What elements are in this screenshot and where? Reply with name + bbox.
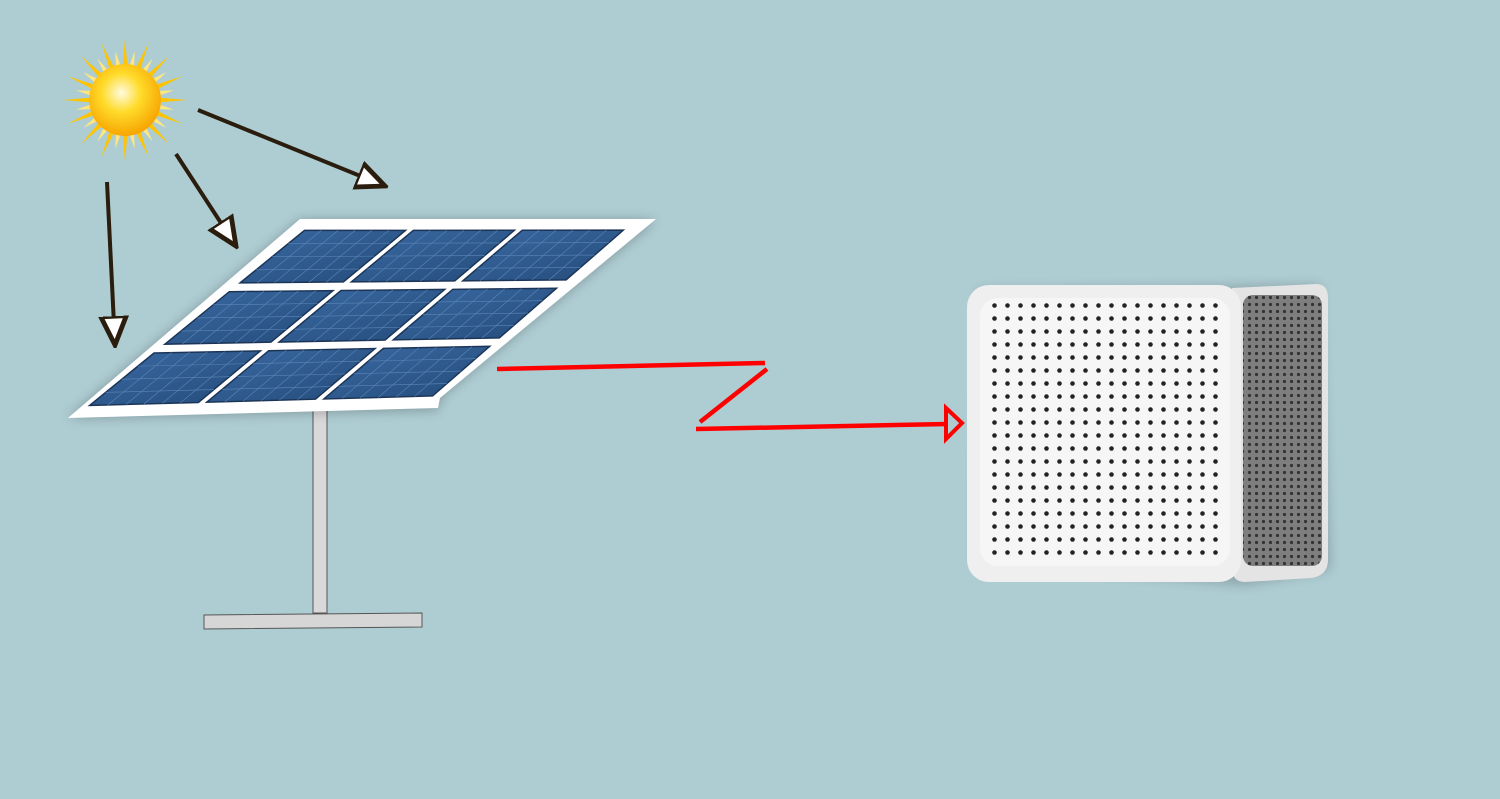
- cell-gridline: [477, 267, 581, 269]
- sun-ray: [135, 130, 149, 158]
- sun-ray: [135, 42, 149, 70]
- sun-ray: [75, 104, 93, 110]
- sun-ray: [83, 72, 99, 84]
- device-box: [967, 284, 1330, 585]
- panel-base: [203, 612, 423, 630]
- sun-ray: [81, 122, 103, 144]
- cell-gridline: [294, 327, 401, 330]
- cell-gridline: [213, 303, 318, 306]
- cell-gridline: [253, 360, 361, 364]
- power-connection-arrow: [496, 360, 965, 444]
- panel-cells: [87, 229, 626, 407]
- cell-gridline: [382, 255, 485, 257]
- sun-ray: [81, 56, 103, 78]
- cell-gridline: [197, 316, 302, 319]
- sun-ray: [155, 110, 183, 124]
- cell-gridline: [237, 373, 346, 377]
- sunlight-arrow: [197, 108, 385, 186]
- sun-ray: [151, 116, 167, 128]
- sunlight-arrow: [174, 152, 236, 246]
- cell-gridline: [338, 383, 447, 387]
- sun-ray: [129, 50, 135, 68]
- cell-gridline: [325, 301, 430, 304]
- cell-gridline: [222, 386, 331, 390]
- cell-gridline: [437, 300, 543, 303]
- sun-ray: [97, 58, 109, 74]
- cell-gridline: [408, 325, 514, 328]
- sun-ray: [157, 90, 175, 96]
- sun-ray: [141, 58, 153, 74]
- sun-ray: [147, 56, 169, 78]
- sun-ray: [75, 90, 93, 96]
- sun-icon: [63, 38, 187, 162]
- cell-gridline: [137, 363, 245, 367]
- cell-gridline: [272, 255, 375, 257]
- cell-gridline: [492, 254, 595, 256]
- sun-ray: [129, 132, 135, 150]
- cell-gridline: [366, 267, 470, 270]
- sun-ray: [147, 122, 169, 144]
- cell-gridline: [423, 312, 528, 315]
- sun-ray: [115, 132, 121, 150]
- sun-ray: [97, 126, 109, 142]
- cell-gridline: [368, 358, 476, 362]
- sun-ray: [151, 72, 167, 84]
- solar-panel: [68, 219, 656, 630]
- sun-ray: [67, 110, 95, 124]
- sun-ray: [101, 42, 115, 70]
- sunlight-arrow: [107, 181, 115, 345]
- panel-pole: [312, 407, 328, 614]
- sun-ray: [122, 38, 128, 67]
- sun-ray: [63, 97, 92, 103]
- sun-ray: [67, 76, 95, 90]
- cell-gridline: [105, 389, 214, 393]
- cell-gridline: [310, 314, 415, 317]
- cell-gridline: [180, 328, 287, 332]
- sun-ray: [157, 104, 175, 110]
- sun-ray: [141, 126, 153, 142]
- sun-ray: [155, 76, 183, 90]
- sun-ray: [83, 116, 99, 128]
- sun-ray: [101, 130, 115, 158]
- sunlight-arrows: [107, 108, 385, 345]
- sun-ray: [115, 50, 121, 68]
- sun-ray: [158, 97, 187, 103]
- sun-disc: [89, 64, 161, 136]
- sun-ray: [122, 133, 128, 162]
- cell-gridline: [353, 370, 462, 374]
- cell-gridline: [256, 268, 359, 271]
- cell-gridline: [121, 376, 230, 380]
